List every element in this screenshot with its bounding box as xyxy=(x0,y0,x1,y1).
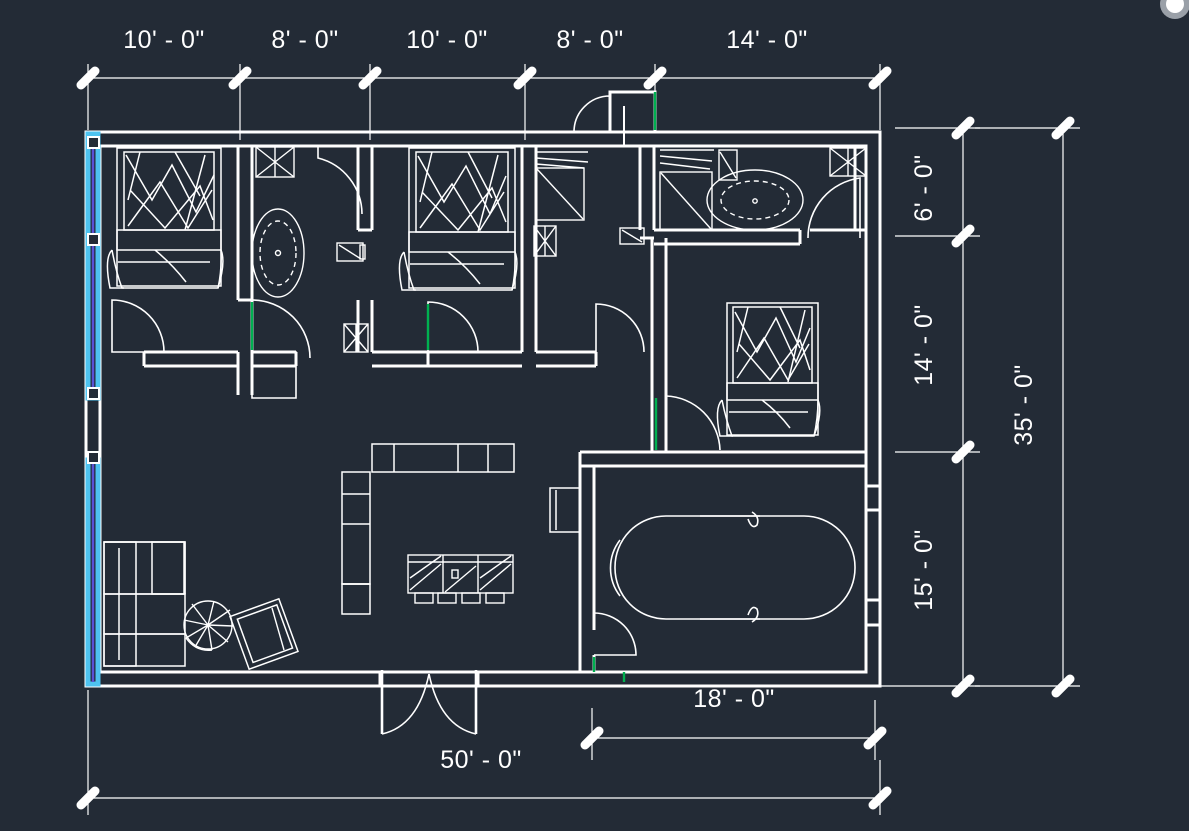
door-leaf-markers xyxy=(250,92,658,682)
dim-top-2: 8' - 0" xyxy=(271,26,338,54)
door-entry-double xyxy=(380,670,478,735)
dim-top-4: 8' - 0" xyxy=(556,26,623,54)
window-bedroom-left xyxy=(255,146,295,178)
window-bathroom-left-lower xyxy=(343,323,369,353)
door-bedroom-middle xyxy=(427,301,479,353)
round-side-table[interactable] xyxy=(183,600,234,651)
window-master-bathroom xyxy=(829,147,867,177)
toilet-bathroom-middle[interactable] xyxy=(619,227,645,245)
bed-master-bedroom[interactable] xyxy=(716,302,821,437)
bed-bedroom-middle[interactable] xyxy=(398,147,518,291)
door-bedroom-left xyxy=(111,299,165,353)
dim-top-5: 14' - 0" xyxy=(726,26,808,54)
dim-bottom-overall: 50' - 0" xyxy=(440,746,522,774)
door-bathroom-left-upper xyxy=(317,146,363,215)
armchair[interactable] xyxy=(229,597,299,671)
bathtub-bathroom-left[interactable] xyxy=(251,208,305,298)
selected-wall-highlight[interactable] xyxy=(85,131,101,687)
dim-top-1: 10' - 0" xyxy=(123,26,205,54)
door-master-bathroom xyxy=(807,177,861,239)
door-master-bedroom xyxy=(665,395,721,452)
bathtub-master-bathroom[interactable] xyxy=(706,169,804,231)
dim-right-overall: 35' - 0" xyxy=(1010,364,1038,446)
door-top-exterior xyxy=(573,95,611,133)
shower-bathroom-middle[interactable] xyxy=(535,151,589,221)
kitchen-base-cabinets[interactable] xyxy=(341,471,371,615)
kitchen-island[interactable] xyxy=(407,554,514,604)
kitchen-counter-run[interactable] xyxy=(371,443,515,473)
dimension-bottom-garage[interactable]: 18' - 0" xyxy=(585,685,882,760)
toilet-bathroom-left[interactable] xyxy=(336,242,366,262)
door-bathroom-middle xyxy=(595,303,645,353)
shower-master-bathroom[interactable] xyxy=(659,149,714,231)
dimension-bottom-overall[interactable]: 50' - 0" xyxy=(81,690,887,815)
dim-right-3: 15' - 0" xyxy=(910,529,938,611)
dimension-chain-top[interactable]: 10' - 0" 8' - 0" 10' - 0" 8' - 0" 14' - … xyxy=(81,26,887,140)
selection-grips[interactable] xyxy=(87,136,100,464)
dimension-right-overall[interactable]: 35' - 0" xyxy=(975,121,1080,693)
car-garage[interactable] xyxy=(609,511,856,623)
sectional-sofa[interactable] xyxy=(103,541,186,667)
dim-bottom-garage: 18' - 0" xyxy=(693,685,775,713)
door-garage xyxy=(593,612,637,656)
dimension-chain-right[interactable]: 6' - 0" 14' - 0" 15' - 0" xyxy=(880,121,980,693)
door-bathroom-left xyxy=(250,299,311,399)
bed-bedroom-left[interactable] xyxy=(106,147,224,289)
sink-bathroom-middle xyxy=(533,225,557,257)
cursor-grip-indicator[interactable] xyxy=(1160,0,1189,19)
dim-right-1: 6' - 0" xyxy=(910,154,938,221)
dim-top-3: 10' - 0" xyxy=(406,26,488,54)
kitchen-appliance[interactable] xyxy=(549,487,581,533)
dim-right-2: 14' - 0" xyxy=(910,304,938,386)
